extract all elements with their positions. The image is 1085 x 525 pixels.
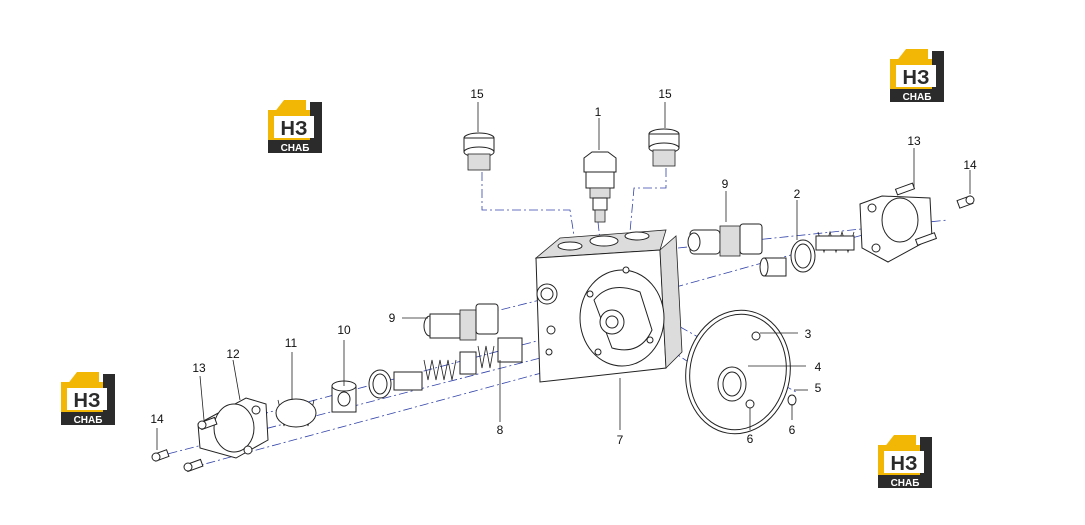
screw-part-14-right	[956, 195, 975, 209]
valve-body-part-7	[534, 229, 683, 383]
plug-part-15-left	[463, 132, 495, 171]
cover-plate-part-3	[685, 309, 791, 435]
callout-8: 8	[497, 423, 504, 437]
callout-2: 2	[794, 187, 801, 201]
logo-caption: СНАБ	[891, 478, 920, 489]
screw-part-14-left	[151, 449, 204, 473]
end-cover-part-12	[197, 397, 269, 459]
callout-14-right: 14	[963, 158, 977, 172]
callout-11: 11	[285, 336, 298, 350]
callout-7: 7	[617, 433, 624, 447]
logo-caption: СНАБ	[74, 415, 103, 426]
callout-6-left: 6	[747, 432, 754, 446]
logo-left: НЗ СНАБ	[61, 372, 115, 426]
callout-6-right: 6	[789, 423, 796, 437]
logo-letters: НЗ	[903, 67, 930, 89]
callout-labels: 15 1 15 9 2 13 14 3 4 5 6 6 7 8 9 10 11 …	[150, 87, 977, 447]
callout-13-left: 13	[192, 361, 206, 375]
logo-caption: СНАБ	[281, 143, 310, 154]
callout-15-left: 15	[470, 87, 484, 101]
callout-15-right: 15	[658, 87, 672, 101]
callout-9-left: 9	[389, 311, 396, 325]
callout-14-left: 14	[150, 412, 164, 426]
callout-13-right: 13	[907, 134, 921, 148]
spool-part-8	[368, 337, 523, 399]
washer-part-6-right	[787, 394, 797, 406]
spring-part-11	[275, 398, 317, 428]
plug-part-15-right	[648, 128, 680, 167]
cartridge-part-1	[583, 151, 617, 223]
spring-part-right	[815, 230, 855, 254]
logo-caption: СНАБ	[903, 92, 932, 103]
relief-valve-part-9-right	[687, 223, 763, 257]
end-cover-part-13-right	[859, 182, 938, 263]
screw-part-13-left	[197, 416, 218, 431]
logo-letters: НЗ	[891, 453, 918, 475]
logo-top-left: НЗ СНАБ	[268, 100, 322, 154]
callout-3: 3	[805, 327, 812, 341]
callout-4: 4	[815, 360, 822, 374]
logo-letters: НЗ	[281, 118, 308, 140]
logo-letters: НЗ	[74, 390, 101, 412]
callout-9-right: 9	[722, 177, 729, 191]
relief-valve-part-9-left	[423, 303, 499, 341]
logo-bottom-right: НЗ СНАБ	[878, 435, 932, 489]
logo-top-right: НЗ СНАБ	[890, 49, 944, 103]
callout-10: 10	[337, 323, 351, 337]
leader-lines	[156, 102, 971, 450]
callout-12: 12	[226, 347, 240, 361]
callout-1: 1	[595, 105, 602, 119]
callout-5: 5	[815, 381, 822, 395]
sleeve-part-2	[759, 239, 816, 277]
